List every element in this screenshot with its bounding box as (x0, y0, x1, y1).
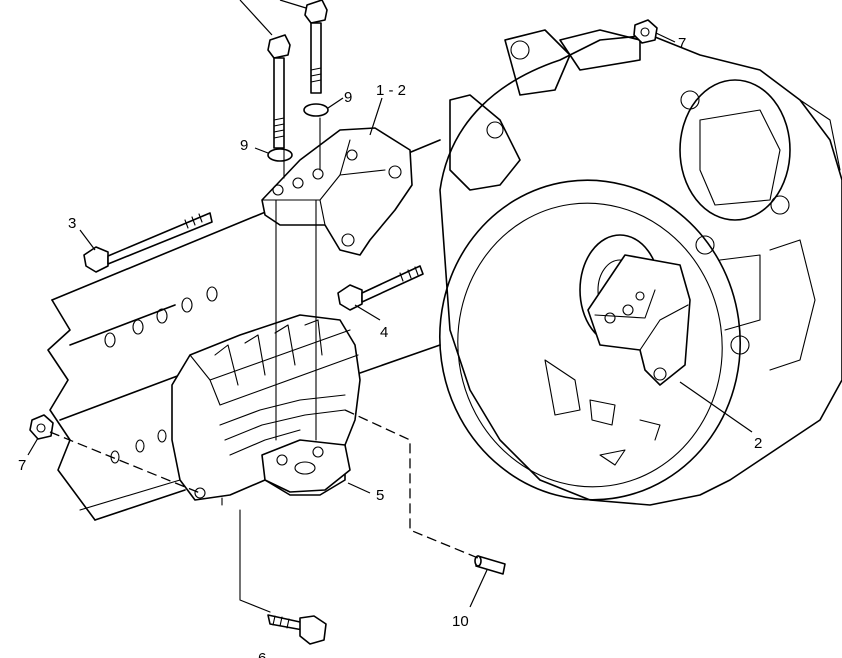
callout-2: 2 (754, 435, 762, 452)
leader-3 (79, 229, 96, 251)
callout-9-top: 9 (344, 89, 352, 106)
bolt-3 (83, 212, 213, 273)
leader-top-right (279, 0, 307, 9)
leader-7-top (655, 32, 676, 43)
leader-5 (347, 482, 371, 494)
bolt-4 (337, 265, 424, 311)
washer-9-left (267, 148, 293, 162)
bolt-vertical-right (304, 0, 328, 94)
callout-5: 5 (376, 487, 384, 504)
pin-10 (474, 555, 506, 575)
leader-7-left (27, 437, 39, 456)
callout-6: 6 (258, 650, 266, 658)
leader-4 (354, 304, 381, 321)
callout-9-left: 9 (240, 137, 248, 154)
part-2-transmission-bracket (587, 254, 691, 386)
part-5-rubber-mount (171, 314, 361, 501)
leader-top-left (239, 0, 273, 36)
dashed-line-pin-10 (344, 409, 479, 559)
callout-10: 10 (452, 613, 469, 630)
part-1-upper-bracket (261, 127, 413, 256)
leader-9-top (327, 97, 344, 109)
leader-1-2 (369, 97, 383, 136)
dashed-line-nut-7-left (49, 431, 201, 494)
callout-3: 3 (68, 215, 76, 232)
callout-7-top: 7 (678, 35, 686, 52)
bolt-6 (267, 614, 327, 645)
leader-9-left (254, 147, 269, 154)
callout-4: 4 (380, 324, 388, 341)
washer-9-right (303, 103, 329, 117)
leader-2 (679, 381, 753, 433)
leader-10 (469, 569, 488, 608)
nut-7-top (633, 19, 658, 44)
callout-7-left: 7 (18, 457, 26, 474)
bolt-vertical-left (267, 34, 291, 149)
line-bolt-6 (239, 509, 271, 613)
nut-7-left (29, 414, 54, 440)
callout-1-2: 1 - 2 (376, 82, 406, 99)
